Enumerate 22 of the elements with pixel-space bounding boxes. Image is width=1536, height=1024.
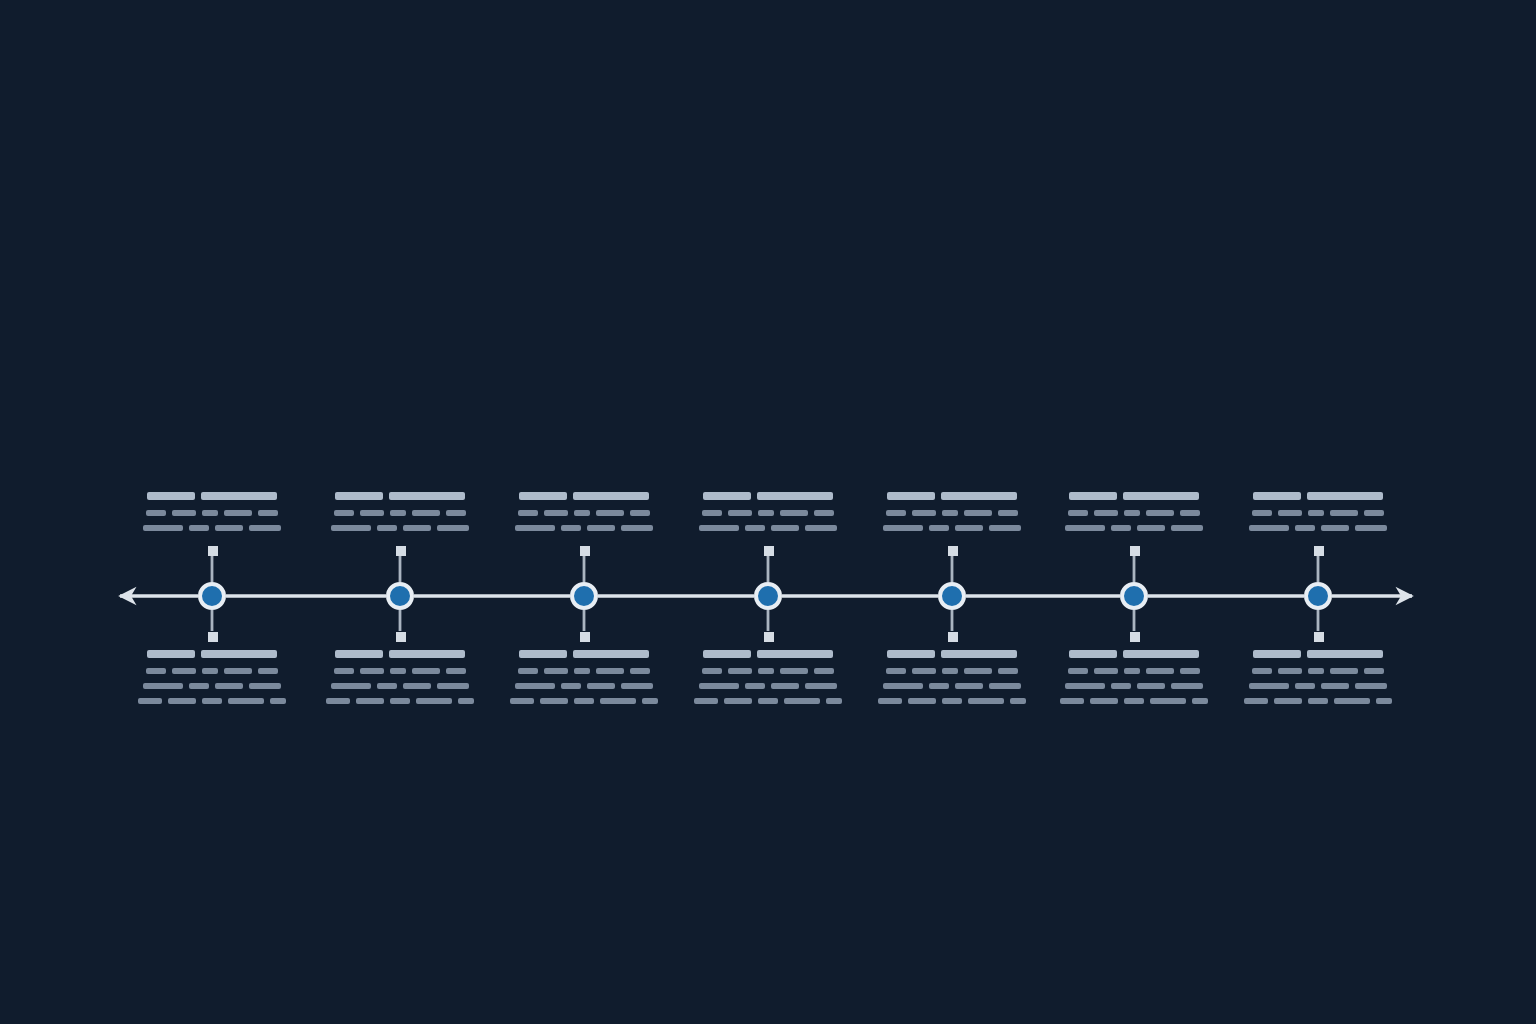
stem-line bbox=[1316, 555, 1320, 582]
timeline-line bbox=[966, 594, 1120, 598]
stem-line bbox=[398, 555, 402, 582]
timeline-line bbox=[1148, 594, 1304, 598]
stem-line bbox=[582, 555, 586, 582]
stem-line bbox=[766, 555, 770, 582]
arrow bbox=[118, 586, 198, 606]
stem-line bbox=[398, 610, 402, 631]
timeline-line bbox=[226, 594, 386, 598]
stem-line bbox=[950, 610, 954, 631]
stem-line bbox=[766, 610, 770, 631]
stem-line bbox=[210, 555, 214, 582]
arrow bbox=[1332, 586, 1414, 606]
stem-line bbox=[1132, 555, 1136, 582]
stem-line bbox=[1132, 610, 1136, 631]
stem-line bbox=[950, 555, 954, 582]
stem-line bbox=[210, 610, 214, 631]
timeline-line bbox=[414, 594, 570, 598]
timeline-line bbox=[782, 594, 938, 598]
stem-line bbox=[1316, 610, 1320, 631]
timeline-line bbox=[598, 594, 754, 598]
stem-line bbox=[582, 610, 586, 631]
